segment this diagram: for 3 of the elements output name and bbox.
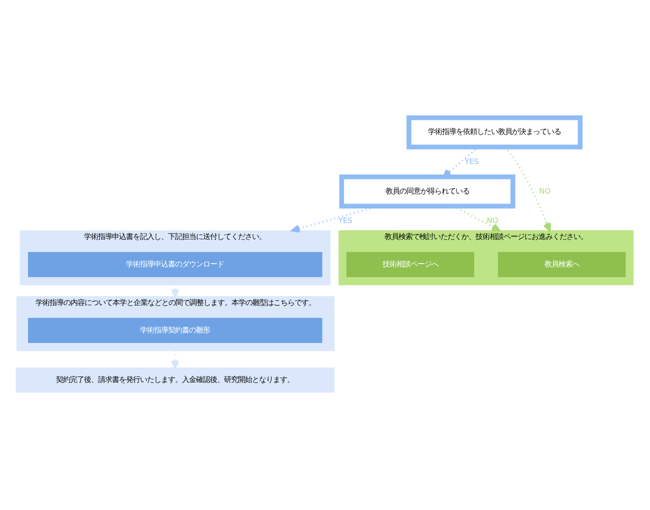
arrow <box>453 205 500 232</box>
arrow <box>171 350 180 369</box>
arrow <box>504 146 552 232</box>
